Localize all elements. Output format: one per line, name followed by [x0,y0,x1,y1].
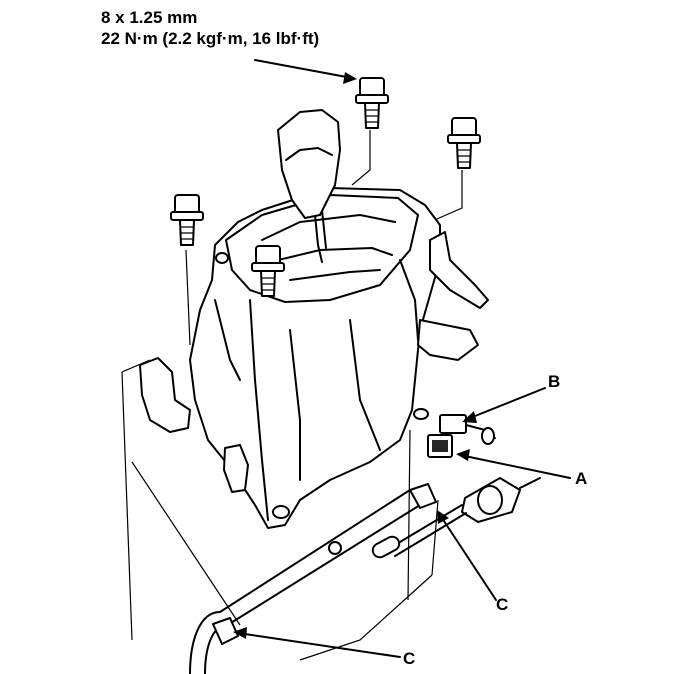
callout-label-a: A [575,469,588,488]
connector-assembly [427,414,496,458]
callout-label-b: B [548,372,561,391]
shift-knob [277,109,341,263]
callout-label-c-lower: C [403,649,416,668]
bolt-left [170,194,204,246]
bolt-right [447,117,481,169]
cable-end [371,477,541,559]
callout-label-c-upper: C [496,595,509,614]
bolt-size-label: 8 x 1.25 mm [101,8,198,27]
callout-arrows [233,59,571,658]
bolt-front [251,245,285,297]
bolt-top [355,77,389,129]
torque-spec-label: 22 N·m (2.2 kgf·m, 16 lbf·ft) [101,29,320,48]
shift-cable [189,483,437,674]
